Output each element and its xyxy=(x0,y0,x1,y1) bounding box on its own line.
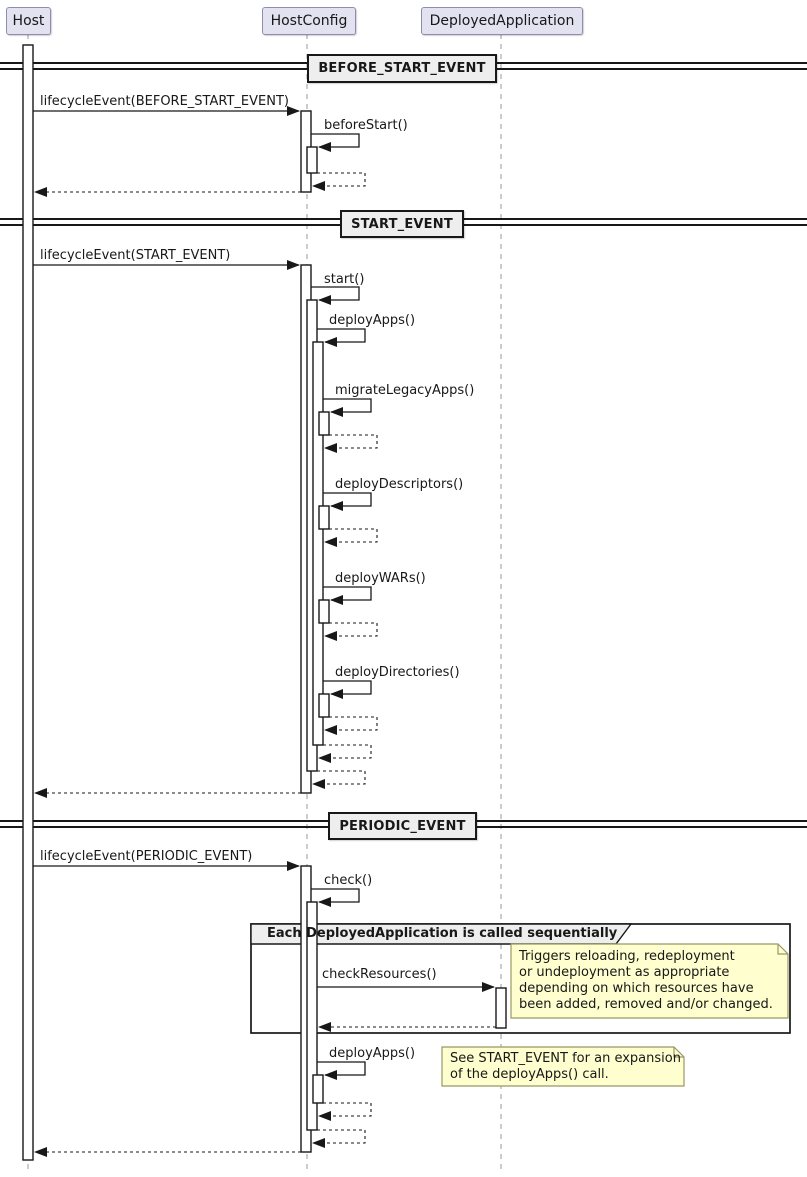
return-deploy-apps xyxy=(318,744,372,763)
arrow-migrate-legacy-apps xyxy=(323,398,372,417)
divider-periodic-event-label: PERIODIC_EVENT xyxy=(339,818,466,834)
note-line: See START_EVENT for an expansion xyxy=(450,1051,681,1066)
message-label-lifecycle-before-start: lifecycleEvent(BEFORE_START_EVENT) xyxy=(40,94,289,109)
activation-migrate-legacy-apps xyxy=(318,411,330,436)
call-arrows xyxy=(33,106,495,1080)
group-frame xyxy=(250,923,791,1034)
arrow-deploy-apps-periodic xyxy=(317,1061,366,1080)
return-check xyxy=(312,1129,366,1148)
message-label-deploy-directories: deployDirectories() xyxy=(335,665,460,680)
return-deploy-descriptors xyxy=(324,528,378,547)
message-label-lifecycle-start: lifecycleEvent(START_EVENT) xyxy=(40,248,231,263)
return-deploy-apps-periodic xyxy=(318,1102,372,1121)
note-deploy-apps-fold xyxy=(673,1047,684,1058)
note-check-resources xyxy=(510,943,789,1019)
note-line: depending on which resources have xyxy=(519,981,754,996)
activation-deployedapplication xyxy=(495,987,507,1029)
return-arrows xyxy=(34,172,496,1157)
divider-periodic-event: PERIODIC_EVENT xyxy=(328,812,477,840)
return-deploy-directories xyxy=(324,716,378,735)
message-label-check: check() xyxy=(324,873,373,888)
note-line: been added, removed and/or changed. xyxy=(519,997,773,1012)
message-label-migrate-legacy-apps: migrateLegacyApps() xyxy=(335,383,475,398)
return-start xyxy=(312,770,366,789)
participant-host: Host xyxy=(6,7,51,35)
message-label-deploy-apps: deployApps() xyxy=(329,313,416,328)
lifelines xyxy=(27,34,502,1170)
activation-check xyxy=(306,901,318,1131)
activation-before-start xyxy=(306,146,318,174)
message-label-start: start() xyxy=(324,272,365,287)
divider-lines xyxy=(0,62,807,828)
arrow-start xyxy=(311,286,360,305)
arrow-deploy-wars xyxy=(323,586,372,605)
activation-deploy-descriptors xyxy=(318,505,330,530)
participant-hostconfig: HostConfig xyxy=(262,7,356,35)
message-label-deploy-apps-periodic: deployApps() xyxy=(329,1046,416,1061)
arrow-deploy-apps xyxy=(317,328,366,347)
activation-deploy-apps xyxy=(312,341,324,746)
note-line: of the deployApps() call. xyxy=(450,1067,609,1082)
activation-host xyxy=(22,44,34,1161)
activation-deploy-apps-periodic xyxy=(312,1074,324,1104)
note-check-resources-text: Triggers reloading, redeployment or unde… xyxy=(519,949,773,1013)
message-label-lifecycle-periodic: lifecycleEvent(PERIODIC_EVENT) xyxy=(40,849,253,864)
note-line: Triggers reloading, redeployment xyxy=(519,949,735,964)
return-deploy-wars xyxy=(324,622,378,641)
participant-hostconfig-label: HostConfig xyxy=(270,13,348,29)
message-label-check-resources: checkResources() xyxy=(322,967,437,982)
arrow-check xyxy=(311,888,360,907)
arrow-deploy-directories xyxy=(323,680,372,699)
note-check-resources-fold xyxy=(777,944,788,955)
message-label-deploy-descriptors: deployDescriptors() xyxy=(335,477,464,492)
message-label-deploy-wars: deployWARs() xyxy=(335,571,426,586)
participant-host-label: Host xyxy=(12,13,45,29)
note-line: or undeployment as appropriate xyxy=(519,965,730,980)
participant-deployedapplication: DeployedApplication xyxy=(421,7,583,35)
return-migrate-legacy-apps xyxy=(324,434,378,453)
note-deploy-apps xyxy=(441,1046,685,1087)
divider-start-event: START_EVENT xyxy=(340,210,464,238)
note-deploy-apps-text: See START_EVENT for an expansion of the … xyxy=(450,1051,681,1083)
activation-bars xyxy=(22,44,507,1161)
return-before-start xyxy=(312,172,366,191)
activation-deploy-directories xyxy=(318,693,330,718)
notes-shapes xyxy=(441,943,789,1087)
message-label-before-start: beforeStart() xyxy=(324,118,408,133)
group-title: Each DeployedApplication is called seque… xyxy=(267,926,618,941)
activation-deploy-wars xyxy=(318,599,330,624)
arrow-deploy-descriptors xyxy=(323,492,372,511)
divider-start-event-label: START_EVENT xyxy=(351,216,453,232)
arrow-before-start xyxy=(311,133,360,152)
divider-before-start-event: BEFORE_START_EVENT xyxy=(307,54,497,83)
divider-before-start-event-label: BEFORE_START_EVENT xyxy=(318,61,486,76)
participant-deployedapplication-label: DeployedApplication xyxy=(429,13,575,29)
